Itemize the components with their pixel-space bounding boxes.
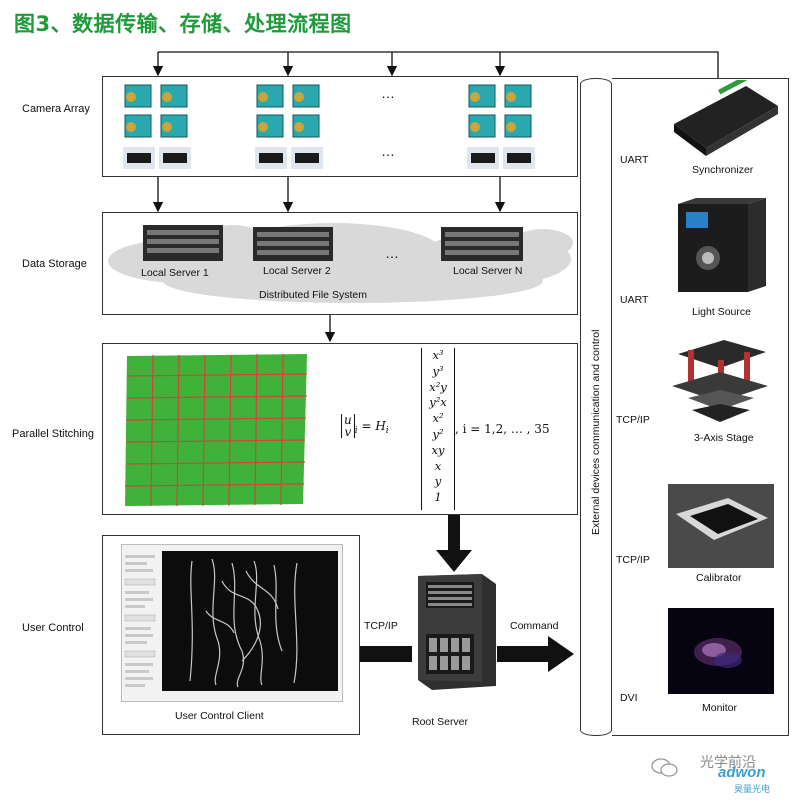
- eq-term: y²: [432, 426, 444, 441]
- eq-u: u: [344, 413, 352, 427]
- camera-group-n: [467, 83, 539, 176]
- camera-group-1: [123, 83, 195, 176]
- stage-icon: [672, 340, 768, 422]
- stage-link-label: TCP/IP: [616, 414, 650, 426]
- row-label-user-control: User Control: [22, 622, 84, 634]
- light-source-label: Light Source: [692, 306, 751, 318]
- stitched-image: [124, 353, 308, 507]
- camera-dots-bottom: …: [381, 143, 397, 159]
- light-source-link-label: UART: [620, 294, 649, 306]
- storage-dots: …: [385, 245, 401, 261]
- camera-group-2: [255, 83, 327, 176]
- eq-term: xy: [431, 442, 445, 457]
- client-screenshot: [121, 544, 343, 702]
- bus-label: External devices communication and contr…: [590, 329, 602, 535]
- camera-icon: [255, 84, 323, 169]
- eq-vector: x³ y³ x²y y²x x² y² xy x y 1: [421, 348, 455, 510]
- synchronizer-link-label: UART: [620, 154, 649, 166]
- eq-v: v: [344, 425, 352, 439]
- eq-range: , i = 1,2, … , 35: [455, 422, 550, 436]
- server-rack-icon: [253, 227, 333, 261]
- client-control-panel: [124, 553, 156, 697]
- row-label-parallel-stitching: Parallel Stitching: [12, 428, 94, 440]
- calibrator-icon: [668, 484, 774, 568]
- figure-title: 图3、数据传输、存储、处理流程图: [14, 12, 352, 36]
- dfs-label: Distributed File System: [259, 289, 367, 301]
- parallel-stitching-box: u v i = Hi x³ y³ x²y y²x x² y² xy x y 1 …: [102, 343, 578, 515]
- eq-term: y²x: [429, 395, 447, 410]
- synchronizer-label: Synchronizer: [692, 164, 754, 176]
- eq-term: y³: [432, 363, 444, 378]
- control-panel-icon: [124, 555, 156, 687]
- camera-array-box: … …: [102, 76, 578, 177]
- local-server-1-label: Local Server 1: [141, 267, 209, 279]
- row-label-data-storage: Data Storage: [22, 258, 87, 270]
- light-source-icon: [678, 198, 766, 292]
- eq-equals-h: = H: [361, 419, 386, 433]
- equation: u v i = Hi: [341, 414, 389, 438]
- eq-term: x²y: [429, 379, 447, 394]
- calibrator-link-label: TCP/IP: [616, 554, 650, 566]
- user-control-box: User Control Client: [102, 535, 360, 735]
- camera-icon: [467, 84, 535, 169]
- server-rack-icon: [143, 225, 223, 261]
- camera-icon: [123, 84, 191, 169]
- root-server-label: Root Server: [412, 716, 469, 728]
- root-server-icon: [418, 574, 496, 690]
- stage-label: 3-Axis Stage: [694, 432, 754, 444]
- watermark-logo: adwon: [718, 764, 766, 781]
- monitor-label: Monitor: [702, 702, 738, 714]
- eq-term: x²: [432, 411, 444, 426]
- camera-dots-top: …: [381, 85, 397, 101]
- eq-term: x: [434, 458, 442, 473]
- server-rack-icon: [441, 227, 523, 261]
- wechat-icon: [651, 758, 678, 777]
- monitor-icon: [668, 608, 774, 694]
- local-server-2-label: Local Server 2: [263, 265, 331, 277]
- root-left-link-label: TCP/IP: [364, 620, 398, 632]
- monitor-link-label: DVI: [620, 692, 638, 704]
- user-control-client-label: User Control Client: [175, 710, 264, 722]
- eq-term: y: [434, 474, 442, 489]
- local-server-n-label: Local Server N: [453, 265, 523, 277]
- eq-term: x³: [432, 348, 444, 362]
- watermark-subtext: 昊量光电: [734, 785, 771, 795]
- eq-h-sub: i: [385, 425, 389, 436]
- eq-lhs-sub: i: [354, 425, 358, 436]
- root-right-link-label: Command: [510, 620, 559, 632]
- data-storage-box: Local Server 1 Local Server 2 … Local Se…: [102, 212, 578, 315]
- synchronizer-icon: [674, 80, 778, 156]
- communication-bus: [580, 78, 612, 736]
- row-label-camera-array: Camera Array: [22, 103, 90, 115]
- client-image-view: [162, 551, 338, 691]
- watermark-text: 光学前沿: [700, 755, 756, 771]
- eq-term: 1: [434, 490, 442, 505]
- calibrator-label: Calibrator: [696, 572, 742, 584]
